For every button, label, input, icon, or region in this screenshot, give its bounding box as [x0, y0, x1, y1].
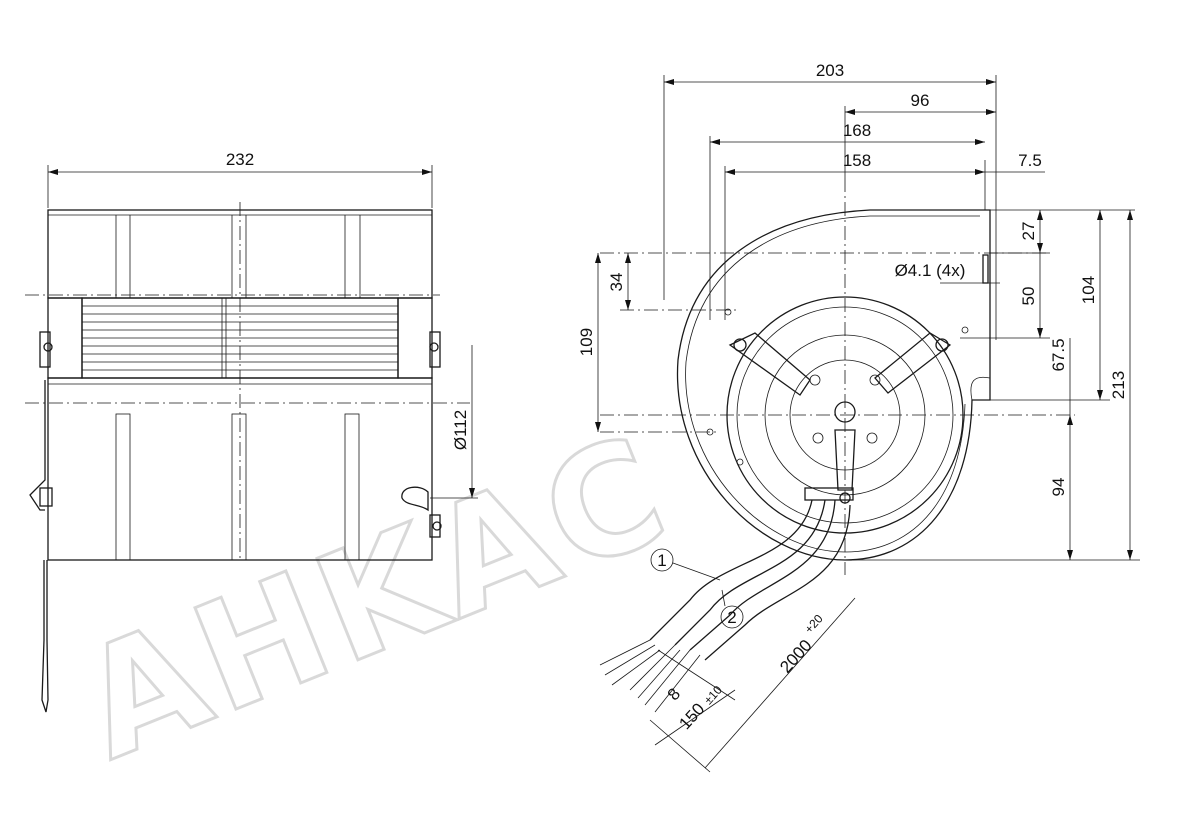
svg-text:1: 1: [657, 551, 666, 570]
dim-50: 50: [1019, 287, 1038, 306]
dim-109: 109: [577, 328, 596, 356]
watermark: AHKAC: [57, 401, 695, 795]
dim-cable-length: 2000: [776, 636, 815, 677]
dim-27: 27: [1019, 222, 1038, 241]
dim-168: 168: [843, 121, 871, 140]
cables: [599, 487, 854, 713]
dim-203: 203: [816, 61, 844, 80]
dim-158: 158: [843, 151, 871, 170]
svg-text:2: 2: [727, 608, 736, 627]
dim-diameter-112: Ø112: [451, 410, 470, 450]
dim-96: 96: [911, 91, 930, 110]
left-side-view: 232 Ø112: [25, 150, 478, 713]
dim-232: 232: [226, 150, 254, 169]
dim-104: 104: [1079, 276, 1098, 304]
right-front-view: 1 2 203 96 168 158 7.5: [577, 61, 1140, 773]
dim-7-5: 7.5: [1018, 151, 1042, 170]
impeller-blades: [82, 298, 398, 378]
dim-cable-tol: +20: [802, 611, 826, 636]
motor-spider: [728, 332, 952, 491]
dim-34: 34: [607, 273, 626, 292]
dim-94: 94: [1049, 478, 1068, 497]
callout-2: 2: [720, 589, 744, 629]
dim-67-5: 67.5: [1049, 338, 1068, 371]
dim-strip-tol: ±10: [701, 683, 725, 707]
dim-strip-length: 150: [675, 699, 708, 733]
scroll-housing: [676, 209, 991, 561]
hole-dim: Ø4.1 (4x): [895, 261, 966, 280]
dim-213: 213: [1109, 371, 1128, 399]
watermark-text: AHKAC: [58, 402, 693, 793]
callout-1: 1: [650, 548, 721, 581]
